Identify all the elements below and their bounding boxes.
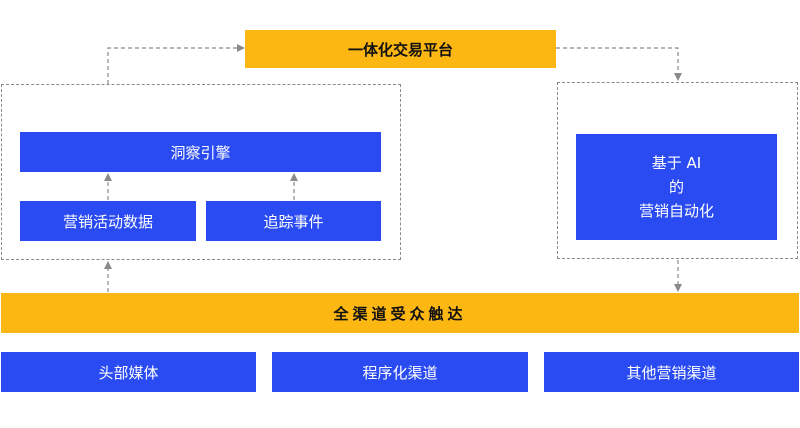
ai-line2: 的 — [668, 178, 684, 196]
ai-automation-box: 基于 AI 的 营销自动化 — [576, 134, 777, 240]
tracking-events-box: 追踪事件 — [206, 201, 381, 241]
ai-group — [557, 82, 798, 259]
omni-channel-label: 全渠道受众触达 — [333, 304, 467, 323]
connector-left-to-platform — [107, 44, 245, 84]
ai-line3: 营销自动化 — [638, 202, 714, 220]
insight-group — [1, 84, 401, 260]
channel-box: 头部媒体 — [1, 352, 256, 392]
insight-engine-box: 洞察引擎 — [20, 132, 381, 172]
platform-label: 一体化交易平台 — [347, 40, 453, 59]
marketing-data-box: 营销活动数据 — [20, 201, 196, 241]
channel-label: 程序化渠道 — [362, 363, 438, 382]
channel-box: 程序化渠道 — [272, 352, 528, 392]
connector-platform-to-ai — [556, 47, 682, 81]
platform-bar: 一体化交易平台 — [245, 30, 556, 68]
tracking-events-label: 追踪事件 — [263, 212, 324, 231]
ai-line1: 基于 AI — [651, 154, 702, 172]
insight-engine-label: 洞察引擎 — [170, 143, 231, 162]
omni-channel-bar: 全渠道受众触达 — [1, 293, 799, 333]
marketing-data-label: 营销活动数据 — [62, 212, 153, 231]
channel-label: 头部媒体 — [98, 363, 159, 382]
channel-box: 其他营销渠道 — [544, 352, 799, 392]
channel-label: 其他营销渠道 — [626, 363, 717, 382]
